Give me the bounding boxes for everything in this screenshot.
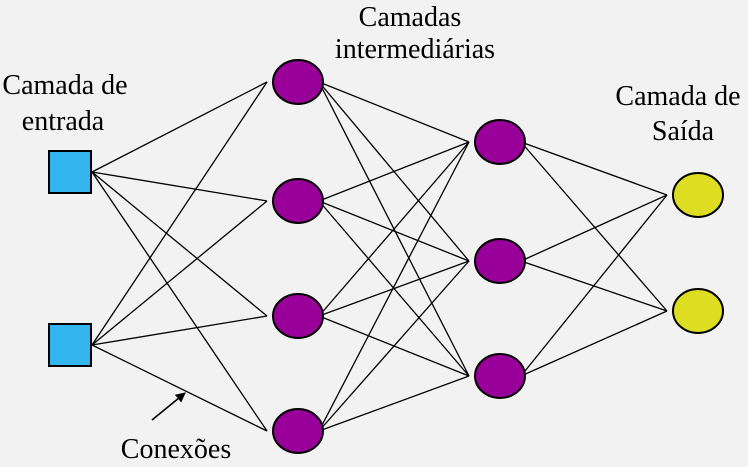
connection-hidden-1-2-to-hidden-2-1 [318, 141, 470, 202]
connection-hidden-1-4-to-hidden-2-1 [318, 141, 470, 432]
connection-hidden-2-2-to-output-1 [520, 194, 668, 262]
connection-hidden-1-3-to-hidden-2-1 [318, 141, 470, 317]
connection-input-2-to-hidden-1-4 [91, 344, 268, 432]
connection-hidden-2-1-to-output-2 [520, 141, 668, 312]
nodes-group [48, 59, 724, 454]
input-layer-label-line1: Camada de [2, 70, 127, 101]
connection-input-1-to-hidden-1-3 [91, 171, 268, 317]
connection-hidden-2-3-to-output-1 [520, 194, 668, 377]
hidden-2-node-2 [474, 238, 526, 284]
connection-hidden-1-1-to-hidden-2-1 [318, 81, 470, 143]
connections-label: Conexões [121, 434, 231, 465]
hidden-2-node-1 [474, 119, 526, 165]
connection-input-1-to-hidden-1-1 [91, 81, 268, 173]
input-node-1 [48, 150, 92, 194]
input-layer-label-line2: entrada [22, 106, 105, 137]
connection-hidden-1-3-to-hidden-2-2 [318, 260, 470, 317]
hidden-1-node-1 [272, 59, 324, 105]
connections-arrow [151, 392, 186, 421]
input-node-2 [48, 323, 92, 367]
hidden-1-node-2 [272, 178, 324, 224]
connection-hidden-1-4-to-hidden-2-3 [318, 375, 470, 432]
connection-input-1-to-hidden-1-4 [91, 171, 268, 432]
connection-input-2-to-hidden-1-3 [91, 315, 268, 346]
hidden-layers-label-line2: intermediárias [335, 34, 495, 65]
connection-input-2-to-hidden-1-2 [91, 200, 268, 346]
connection-hidden-2-1-to-output-1 [520, 141, 668, 196]
connection-hidden-1-2-to-hidden-2-2 [318, 200, 470, 262]
connections-group [91, 81, 668, 432]
output-layer-label-line2: Saída [652, 116, 715, 147]
hidden-layers-label-line1: Camadas [359, 2, 462, 33]
output-node-2 [672, 288, 724, 334]
hidden-1-node-4 [272, 408, 324, 454]
connection-hidden-1-4-to-hidden-2-2 [318, 260, 470, 432]
connection-hidden-2-3-to-output-2 [520, 310, 668, 377]
connection-input-1-to-hidden-1-2 [91, 171, 268, 202]
output-layer-label-line1: Camada de [615, 81, 740, 112]
hidden-1-node-3 [272, 293, 324, 339]
hidden-2-node-3 [474, 353, 526, 399]
connection-input-2-to-hidden-1-1 [91, 81, 268, 346]
output-node-1 [672, 172, 724, 218]
